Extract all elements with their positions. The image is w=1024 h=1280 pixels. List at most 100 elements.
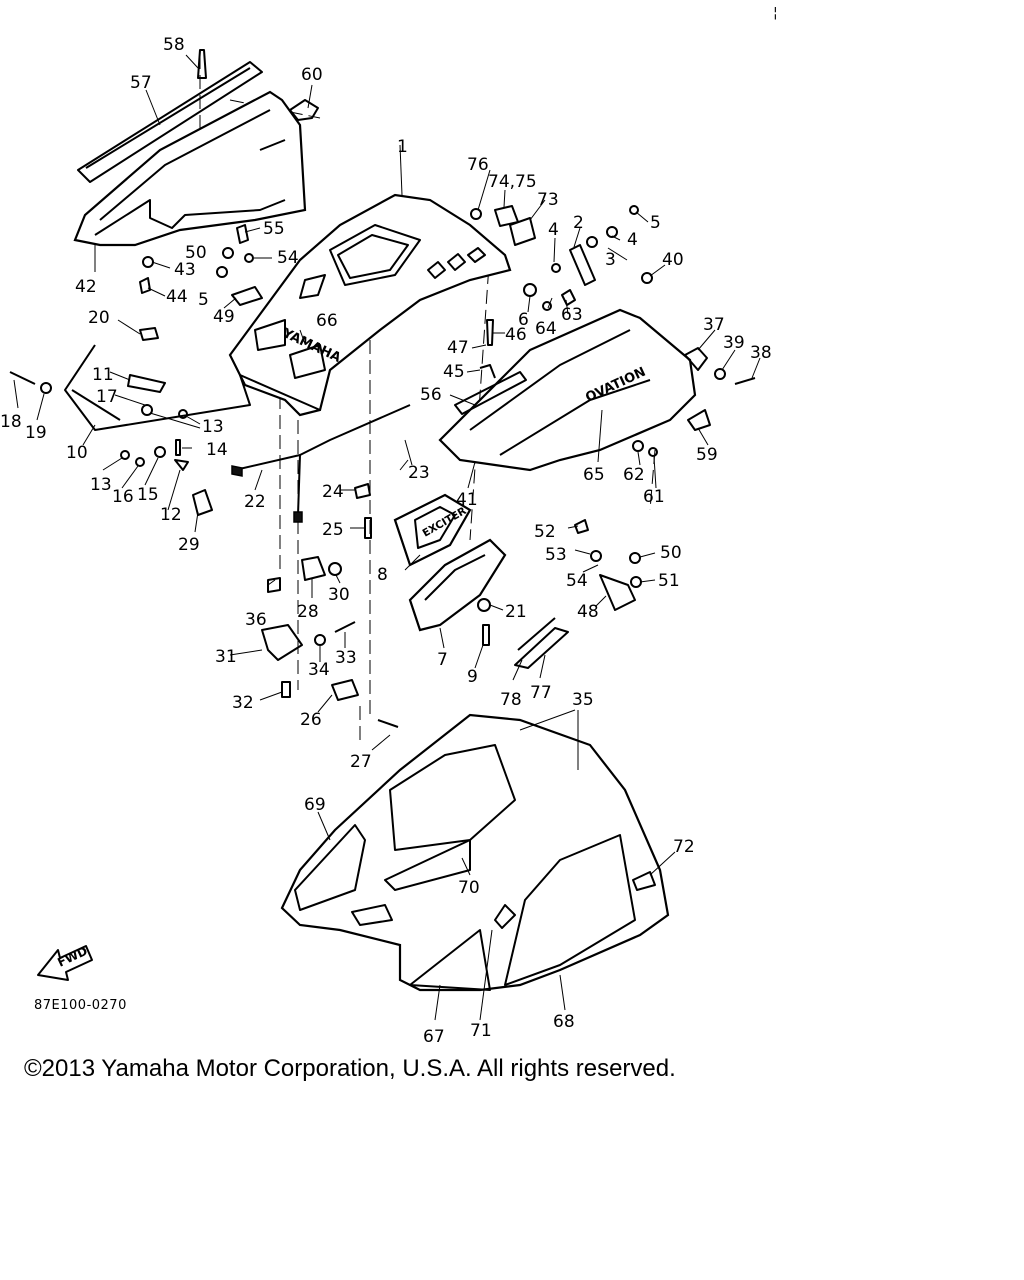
callout-50: 50: [660, 543, 682, 563]
callout-3: 3: [605, 250, 616, 270]
callout-48: 48: [577, 602, 599, 622]
callout-52: 52: [534, 522, 556, 542]
callout-39: 39: [723, 333, 745, 353]
callout-35: 35: [572, 690, 594, 710]
drawing-code: 87E100-0270: [34, 998, 127, 1013]
callout-26: 26: [300, 710, 322, 730]
leader-lines: [13, 54, 761, 1021]
side-panel-part: OVATION: [438, 308, 697, 472]
callout-21: 21: [505, 602, 527, 622]
callout-4: 4: [627, 230, 638, 250]
upper-hood-part: YAMAHA: [228, 193, 512, 417]
callout-36: 36: [245, 610, 267, 630]
callout-33: 33: [335, 648, 357, 668]
callout-67: 67: [423, 1027, 445, 1047]
callout-73: 73: [537, 190, 559, 210]
callout-17: 17: [96, 387, 118, 407]
callout-74-75: 74,75: [488, 172, 537, 192]
callout-18: 18: [0, 412, 22, 432]
edge-mark: ¦: [773, 5, 778, 21]
copyright-notice: ©2013 Yamaha Motor Corporation, U.S.A. A…: [24, 1055, 676, 1082]
fwd-label: FWD: [55, 944, 89, 970]
callout-61: 61: [643, 487, 665, 507]
callout-1: 1: [397, 137, 408, 157]
tray-part-8: EXCITER: [393, 493, 472, 567]
callout-27: 27: [350, 752, 372, 772]
callout-23: 23: [408, 463, 430, 483]
callout-38: 38: [750, 343, 772, 363]
callout-43: 43: [174, 260, 196, 280]
callout-71: 71: [470, 1021, 492, 1041]
callout-6: 6: [518, 310, 529, 330]
callout-54: 54: [566, 571, 588, 591]
exploded-parts-diagram: YAMAHA OVATION EXCITER: [0, 35, 772, 1047]
callout-9: 9: [467, 667, 478, 687]
callout-46: 46: [505, 325, 527, 345]
callout-8: 8: [377, 565, 388, 585]
callout-64: 64: [535, 319, 557, 339]
callout-12: 12: [160, 505, 182, 525]
callout-51: 51: [658, 571, 680, 591]
callout-62: 62: [623, 465, 645, 485]
callout-24: 24: [322, 482, 344, 502]
callout-78: 78: [500, 690, 522, 710]
callout-29: 29: [178, 535, 200, 555]
callout-76: 76: [467, 155, 489, 175]
callout-53: 53: [545, 545, 567, 565]
callout-65: 65: [583, 465, 605, 485]
callout-19: 19: [25, 423, 47, 443]
callout-25: 25: [322, 520, 344, 540]
callout-50: 50: [185, 243, 207, 263]
callout-7: 7: [437, 650, 448, 670]
callout-2: 2: [573, 213, 584, 233]
callout-22: 22: [244, 492, 266, 512]
callout-13: 13: [202, 417, 224, 437]
callout-20: 20: [88, 308, 110, 328]
callout-31: 31: [215, 647, 237, 667]
callout-13: 13: [90, 475, 112, 495]
callout-10: 10: [66, 443, 88, 463]
callout-37: 37: [703, 315, 725, 335]
callout-32: 32: [232, 693, 254, 713]
callout-40: 40: [662, 250, 684, 270]
callout-47: 47: [447, 338, 469, 358]
strip-part-56: [454, 371, 527, 415]
callout-58: 58: [163, 35, 185, 55]
callout-72: 72: [673, 837, 695, 857]
callout-49: 49: [213, 307, 235, 327]
trim-strip-part: [77, 61, 263, 183]
callout-57: 57: [130, 73, 152, 93]
callout-15: 15: [137, 485, 159, 505]
callout-5: 5: [198, 290, 209, 310]
callout-16: 16: [112, 487, 134, 507]
callout-44: 44: [166, 287, 188, 307]
fwd-arrow-icon: FWD: [37, 944, 93, 981]
callout-55: 55: [263, 219, 285, 239]
callout-54: 54: [277, 248, 299, 268]
callout-69: 69: [304, 795, 326, 815]
callout-11: 11: [92, 365, 114, 385]
callout-56: 56: [420, 385, 442, 405]
callout-68: 68: [553, 1012, 575, 1032]
callout-30: 30: [328, 585, 350, 605]
left-hardware-group: [9, 49, 263, 516]
lower-hood-part: [280, 713, 670, 992]
callout-70: 70: [458, 878, 480, 898]
callout-5: 5: [650, 213, 661, 233]
callout-labels: 1 2 3 4 4 5 5 6 7 8 9 10 11 12 13 13 14 …: [0, 35, 772, 1047]
callout-59: 59: [696, 445, 718, 465]
callout-42: 42: [75, 277, 97, 297]
callout-41: 41: [456, 490, 478, 510]
callout-4: 4: [548, 220, 559, 240]
callout-77: 77: [530, 683, 552, 703]
callout-66: 66: [316, 311, 338, 331]
tray-part-7: [408, 538, 507, 632]
callout-14: 14: [206, 440, 228, 460]
clip-part-60: [289, 99, 319, 121]
callout-28: 28: [297, 602, 319, 622]
callout-63: 63: [561, 305, 583, 325]
wire-harness-part: [231, 404, 411, 523]
windshield-frame-part: [73, 90, 307, 247]
callout-60: 60: [301, 65, 323, 85]
callout-34: 34: [308, 660, 330, 680]
